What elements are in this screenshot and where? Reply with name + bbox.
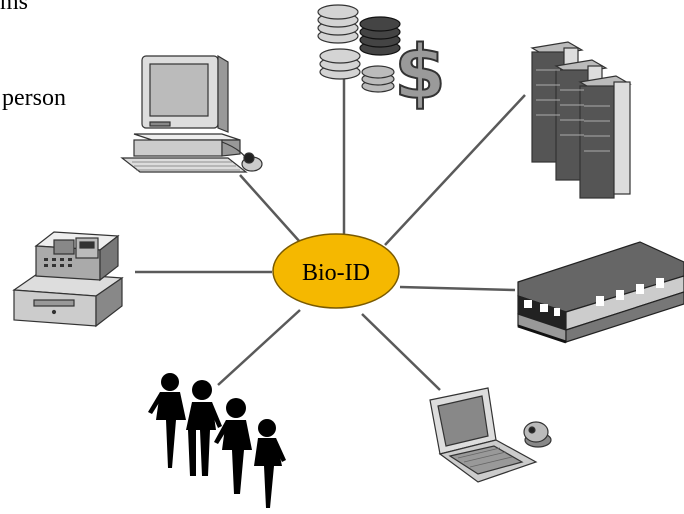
money-coins-dollar-icon: $: [317, 4, 447, 117]
connector-building: [399, 285, 516, 292]
office-building-icon: [517, 241, 684, 344]
connector-people: [217, 309, 301, 386]
connector-lines: [135, 78, 526, 391]
bio-id-hub: Bio-ID: [272, 233, 400, 309]
connector-computer: [239, 174, 301, 243]
connector-laptop: [361, 313, 441, 391]
cash-register-icon: [12, 231, 124, 328]
laptop-with-scanner-icon: [429, 387, 552, 483]
server-rack-icon: [530, 41, 632, 199]
connector-servers: [384, 94, 526, 246]
text-fragment-top: ms: [0, 0, 29, 15]
text-fragment-person: person: [2, 85, 66, 111]
desktop-computer-icon: [120, 54, 263, 173]
hub-ellipse: [272, 233, 400, 309]
svg-text:$: $: [394, 30, 446, 116]
people-group-icon: [148, 373, 286, 508]
hub-label: Bio-ID: [302, 260, 370, 286]
